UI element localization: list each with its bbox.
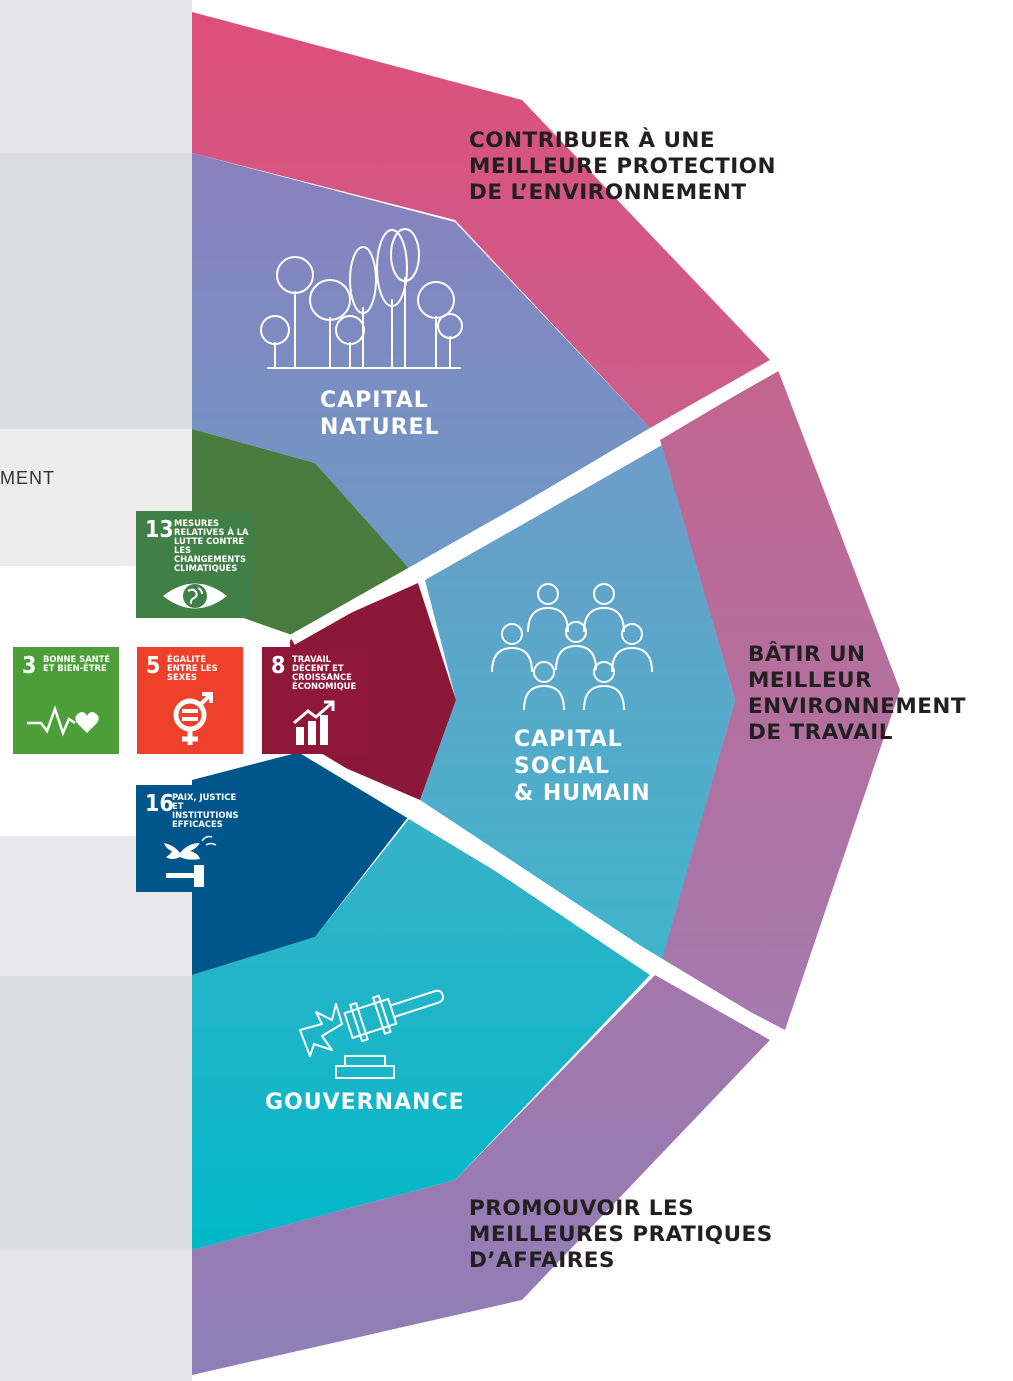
eye-globe-icon [163,583,227,609]
outer-segment-environment [192,12,770,428]
gouvernance-segment [192,815,650,1250]
heading-environment: CONTRIBUER À UNE MEILLEURE PROTECTION DE… [469,128,777,205]
label-capital-social: CAPITAL SOCIAL & HUMAIN [514,727,651,806]
left-band-2 [0,153,192,429]
growth-chart-icon [293,700,335,745]
left-band-1 [0,0,192,153]
sdg-number: 5 [146,653,161,679]
forest-icon [260,228,463,369]
sdg-number: 13 [145,517,174,543]
left-band-6 [0,976,192,1250]
heartbeat-icon [27,705,99,737]
gender-equality-icon [173,692,213,745]
left-band-7 [0,1250,192,1381]
gavel-icon [299,989,445,1079]
sdg-tile-16[interactable]: 16 PAIX, JUSTICE ET INSTITUTIONS EFFICAC… [136,785,243,892]
sdg-label: PAIX, JUSTICE ET INSTITUTIONS EFFICACES [172,792,239,829]
sdg-label: MESURES RELATIVES À LA LUTTE CONTRE LES … [174,518,249,573]
separator-upper [289,360,781,645]
sdg-tile-13[interactable]: 13 MESURES RELATIVES À LA LUTTE CONTRE L… [136,511,254,618]
left-band-cut-text: MENT [0,468,55,488]
inner-segment-blue [192,752,412,975]
people-group-icon [491,583,653,711]
label-gouvernance: GOUVERNANCE [265,1090,465,1115]
separator-lower [289,737,781,1040]
heading-work: BÂTIR UN MEILLEUR ENVIRONNEMENT DE TRAVA… [748,642,967,745]
sdg-label: TRAVAIL DÉCENT ET CROISSANCE ÉCONOMIQUE [292,654,357,691]
outer-segment-work [660,370,900,1030]
sdg-number: 8 [271,653,286,679]
capital-social-segment [420,445,735,960]
sdg-label: ÉGALITÉ ENTRE LES SEXES [167,654,218,682]
sdg-tile-8[interactable]: 8 TRAVAIL DÉCENT ET CROISSANCE ÉCONOMIQU… [262,647,368,754]
heading-business: PROMOUVOIR LES MEILLEURES PRATIQUES D’AF… [469,1196,773,1273]
dove-gavel-icon [164,835,217,887]
sdg-tile-3[interactable]: 3 BONNE SANTÉ ET BIEN-ÊTRE [13,647,119,754]
sdg-number: 16 [145,791,174,817]
sdg-number: 3 [22,653,37,679]
outer-segment-business [192,975,770,1375]
capital-naturel-segment [192,153,650,570]
sdg-tile-5[interactable]: 5 ÉGALITÉ ENTRE LES SEXES [137,647,243,754]
sdg-label: BONNE SANTÉ ET BIEN-ÊTRE [43,654,111,673]
label-capital-naturel: CAPITAL NATUREL [320,388,440,440]
